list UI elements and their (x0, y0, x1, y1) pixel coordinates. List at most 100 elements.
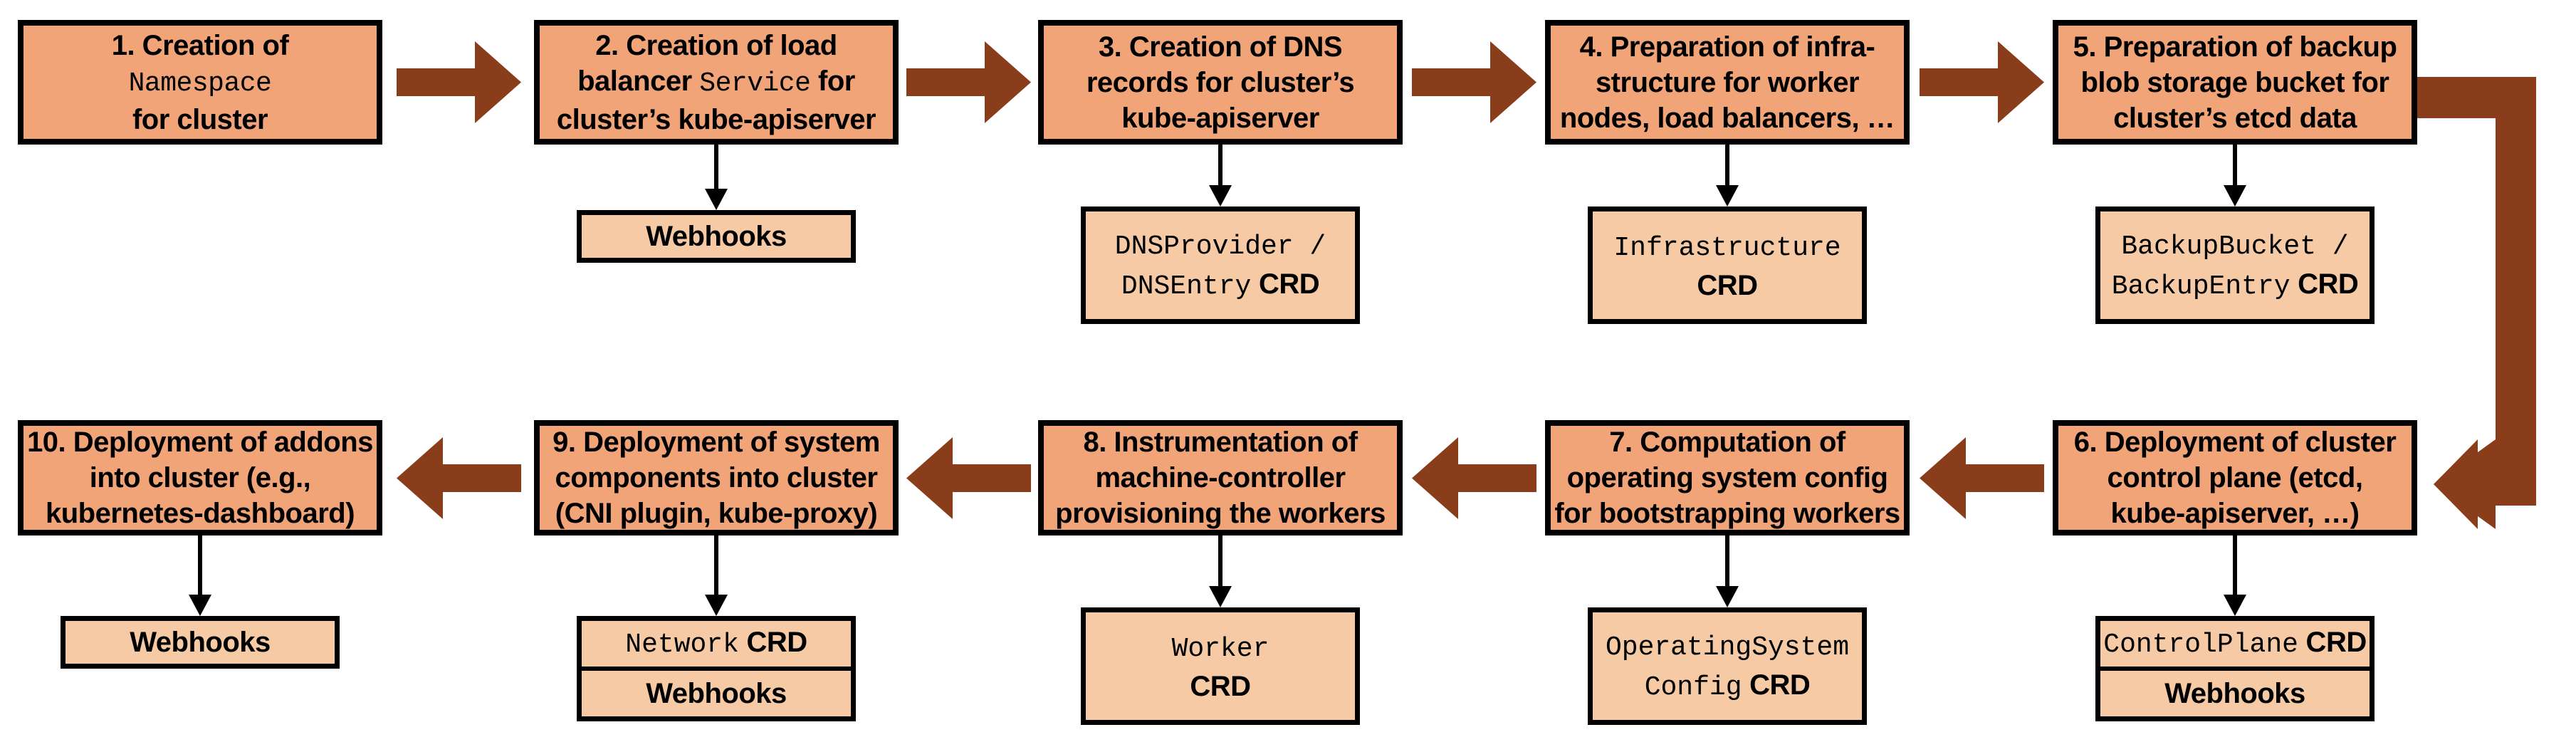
text-token: (CNI plugin, kube-proxy) (555, 498, 878, 529)
lines-text-line: nodes, load balancers, … (1560, 100, 1895, 136)
crd-cell: ControlPlane CRD (2100, 621, 2370, 667)
lines-text-line: structure for worker (1595, 65, 1860, 100)
text-token: Webhooks (646, 678, 787, 709)
text-token: Webhooks (646, 221, 787, 252)
sub-text-line: Infrastructure (1613, 227, 1841, 267)
lines-text-line: control plane (etcd, (2108, 460, 2363, 496)
lines-text-line: operating system config (1567, 460, 1888, 496)
sub-text-line: Webhooks (130, 624, 271, 661)
text-token: Webhooks (130, 627, 271, 658)
lines-text-line: records for cluster’s (1086, 65, 1355, 100)
sub-text-line: OperatingSystem (1606, 627, 1849, 667)
lines-text-line: 10. Deployment of addons (27, 424, 373, 460)
lines-text-line: cluster’s etcd data (2113, 100, 2357, 136)
text-token: Webhooks (2164, 678, 2305, 709)
sub-text-line: BackupBucket / (2121, 226, 2348, 266)
text-token: for cluster (132, 103, 268, 135)
crd-cell: DNSProvider / DNSEntry CRD (1086, 211, 1355, 319)
text-token: for bootstrapping workers (1554, 498, 1900, 529)
text-token: components into cluster (555, 462, 879, 493)
text-token: 5. Preparation of backup (2073, 31, 2397, 63)
lines-text-line: 7. Computation of (1609, 424, 1845, 460)
flow-arrow-right-2 (906, 41, 1031, 123)
text-token: provisioning the workers (1055, 498, 1386, 529)
sub-text-line: Network CRD (625, 624, 807, 664)
crd-box-2: Webhooks (577, 210, 856, 263)
lines-text-line: 4. Preparation of infra- (1580, 29, 1875, 65)
connector-arrow-2 (705, 145, 728, 210)
sub-text-line: Webhooks (646, 218, 787, 255)
lines-text-line: 3. Creation of DNS (1098, 29, 1343, 65)
connector-arrow-8 (1209, 535, 1232, 607)
text-token: structure for worker (1595, 66, 1860, 98)
sub-text-line: DNSEntry CRD (1121, 266, 1320, 305)
connector-arrow-3 (1209, 145, 1232, 207)
text-token: balancer (577, 65, 700, 97)
sub-text-line: BackupEntry CRD (2112, 266, 2359, 305)
connector-arrow-7 (1716, 535, 1739, 607)
text-token: records for cluster’s (1086, 66, 1355, 98)
code-token: Network (625, 629, 739, 660)
text-token: 9. Deployment of system (553, 427, 880, 458)
lines-text-line: 2. Creation of load (595, 28, 837, 63)
lines-text-line: components into cluster (555, 460, 879, 496)
text-token: CRD (1190, 670, 1251, 702)
crd-cell: Webhooks (582, 667, 851, 716)
crd-box-6: ControlPlane CRD Webhooks (2095, 616, 2375, 721)
sub-text-line: DNSProvider / (1115, 226, 1326, 266)
sub-text-line: Config CRD (1645, 667, 1811, 706)
text-token: control plane (etcd, (2107, 462, 2363, 493)
step-box-4: 4. Preparation of infra-structure for wo… (1545, 20, 1910, 145)
lines-text-line: cluster’s kube-apiserver (557, 102, 876, 137)
code-token: DNSProvider / (1114, 231, 1326, 262)
sub-text-line: Webhooks (646, 675, 787, 712)
elbow-arrow-step5-to-step6 (2417, 77, 2536, 529)
connector-arrow-4 (1716, 145, 1739, 207)
code-token: OperatingSystem (1605, 632, 1850, 663)
connector-arrow-5 (2224, 145, 2246, 207)
sub-text-line: Webhooks (2164, 675, 2305, 712)
step-box-9: 9. Deployment of system components into c… (534, 420, 899, 535)
lines-text-line: balancer Service for (577, 63, 855, 102)
sub-text-line: Worker (1172, 628, 1269, 668)
lines-text-line: Namespace (129, 63, 272, 102)
text-token: 8. Instrumentation of (1083, 427, 1358, 458)
text-token: 1. Creation of (111, 29, 289, 61)
code-token: Namespace (128, 68, 272, 99)
crd-cell: Webhooks (2100, 667, 2370, 716)
flow-arrow-right-1 (396, 41, 521, 123)
text-token: 3. Creation of DNS (1098, 31, 1343, 63)
crd-box-5: BackupBucket / BackupEntry CRD (2095, 207, 2375, 324)
flow-arrow-left-3 (1412, 437, 1536, 519)
text-token: nodes, load balancers, … (1559, 102, 1895, 134)
text-token: kube-apiserver (1121, 102, 1319, 134)
crd-box-3: DNSProvider / DNSEntry CRD (1081, 207, 1360, 324)
code-token: ControlPlane (2103, 629, 2298, 660)
lines-text-line: blob storage bucket for (2081, 65, 2390, 100)
connector-arrow-9 (705, 535, 728, 616)
flow-arrow-left-2 (906, 437, 1031, 519)
lines-text-line: for bootstrapping workers (1554, 496, 1900, 531)
lines-text-line: 1. Creation of (112, 28, 289, 63)
text-token: cluster’s etcd data (2113, 102, 2357, 134)
crd-box-9: Network CRD Webhooks (577, 616, 856, 721)
crd-cell: Network CRD (582, 621, 851, 667)
step-box-1: 1. Creation of Namespace for cluster (18, 20, 382, 145)
flow-arrow-right-4 (1919, 41, 2044, 123)
code-token: Service (699, 68, 811, 99)
code-token: BackupBucket / (2121, 231, 2349, 262)
sub-text-line: CRD (1697, 267, 1758, 304)
flow-arrow-right-3 (1412, 41, 1536, 123)
lines-text-line: kube-apiserver (1121, 100, 1319, 136)
flow-arrow-left-4 (1919, 437, 2044, 519)
